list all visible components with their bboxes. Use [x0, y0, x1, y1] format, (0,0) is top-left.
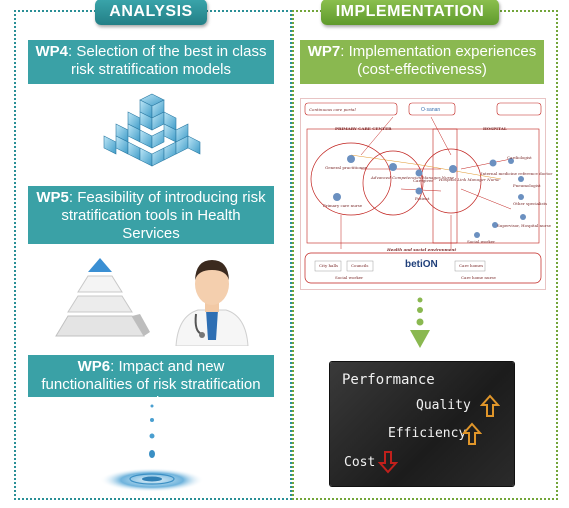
- efficiency-up-arrow-icon: [462, 422, 482, 445]
- label-internal-medicine: Internal medicine reference doctor: [481, 171, 553, 176]
- label-social-worker-2: Social worker: [335, 275, 364, 280]
- label-care-homes: Care homes: [459, 263, 484, 268]
- label-cardiologist: Cardiologist: [507, 155, 532, 160]
- label-hospital: HOSPITAL: [483, 126, 507, 131]
- performance-chalkboard: Performance Quality Efficiency Cost: [330, 362, 514, 486]
- cost-down-arrow-icon: [378, 451, 398, 474]
- wp5-code: WP5: [36, 189, 69, 206]
- label-councils: Councils: [351, 263, 369, 268]
- water-drop-icon: [100, 404, 204, 492]
- label-advanced-nurse: Advanced Competencies Manager Nurse: [371, 175, 455, 180]
- wp4-code: WP4: [35, 43, 69, 60]
- label-continuous-care-portal: Continuous care portal: [309, 107, 356, 112]
- wp7-box: WP7: Implementation experiences (cost-ef…: [300, 40, 544, 84]
- wp6-text: : Impact and new functionalities of risk…: [41, 358, 261, 411]
- stratification-pyramid-icon: [55, 258, 150, 337]
- cube-pyramid-icon: [103, 93, 201, 167]
- down-arrow-icon: [410, 297, 430, 348]
- label-social-worker: Social worker: [467, 239, 496, 244]
- wp6-code: WP6: [77, 358, 111, 375]
- wp7-text: : Implementation experiences (cost-effec…: [340, 43, 537, 78]
- doctor-icon: [175, 260, 249, 346]
- label-city-halls: City halls: [319, 263, 339, 268]
- care-model-diagram: Continuous care portal O·sanan PRIMARY C…: [300, 98, 552, 290]
- label-other-specialists: Other specialists: [513, 201, 548, 206]
- label-quality: Quality: [416, 398, 471, 413]
- label-general-practitioner: General practitioner: [325, 165, 367, 170]
- quality-up-arrow-icon: [480, 394, 500, 417]
- implementation-header: IMPLEMENTATION: [321, 0, 499, 25]
- analysis-header: ANALYSIS: [95, 0, 207, 25]
- label-betion: betiON: [405, 259, 438, 270]
- label-supervisor: Supervisor, Hospital nurse: [497, 223, 551, 228]
- wp6-box: WP6: Impact and new functionalities of r…: [28, 355, 274, 411]
- label-pneumologist: Pneumologist: [513, 183, 541, 188]
- label-cost: Cost: [344, 455, 376, 470]
- label-health-social: Health and social environment: [387, 247, 457, 252]
- label-primary-care-center: PRIMARY CARE CENTER: [335, 126, 392, 131]
- care-model-lines: [304, 102, 542, 284]
- wp5-box: WP5: Feasibility of introducing risk str…: [28, 186, 274, 244]
- wp5-text: : Feasibility of introducing risk strati…: [61, 189, 266, 242]
- label-care-home-nurse: Care home nurse: [461, 275, 496, 280]
- label-hospital-link-nurse: Hospital Link Manager Nurse: [439, 177, 500, 182]
- wp4-text: : Selection of the best in class risk st…: [68, 43, 267, 78]
- wp4-box: WP4: Selection of the best in class risk…: [28, 40, 274, 84]
- label-efficiency: Efficiency: [388, 426, 467, 441]
- label-primary-care-nurse: Primary care nurse: [323, 203, 363, 208]
- label-patient: Patient: [415, 196, 430, 201]
- label-osakidetza: O·sanan: [421, 107, 441, 113]
- label-caregiver: Caregiver: [413, 178, 434, 183]
- label-performance: Performance: [342, 372, 435, 388]
- wp7-code: WP7: [307, 43, 341, 60]
